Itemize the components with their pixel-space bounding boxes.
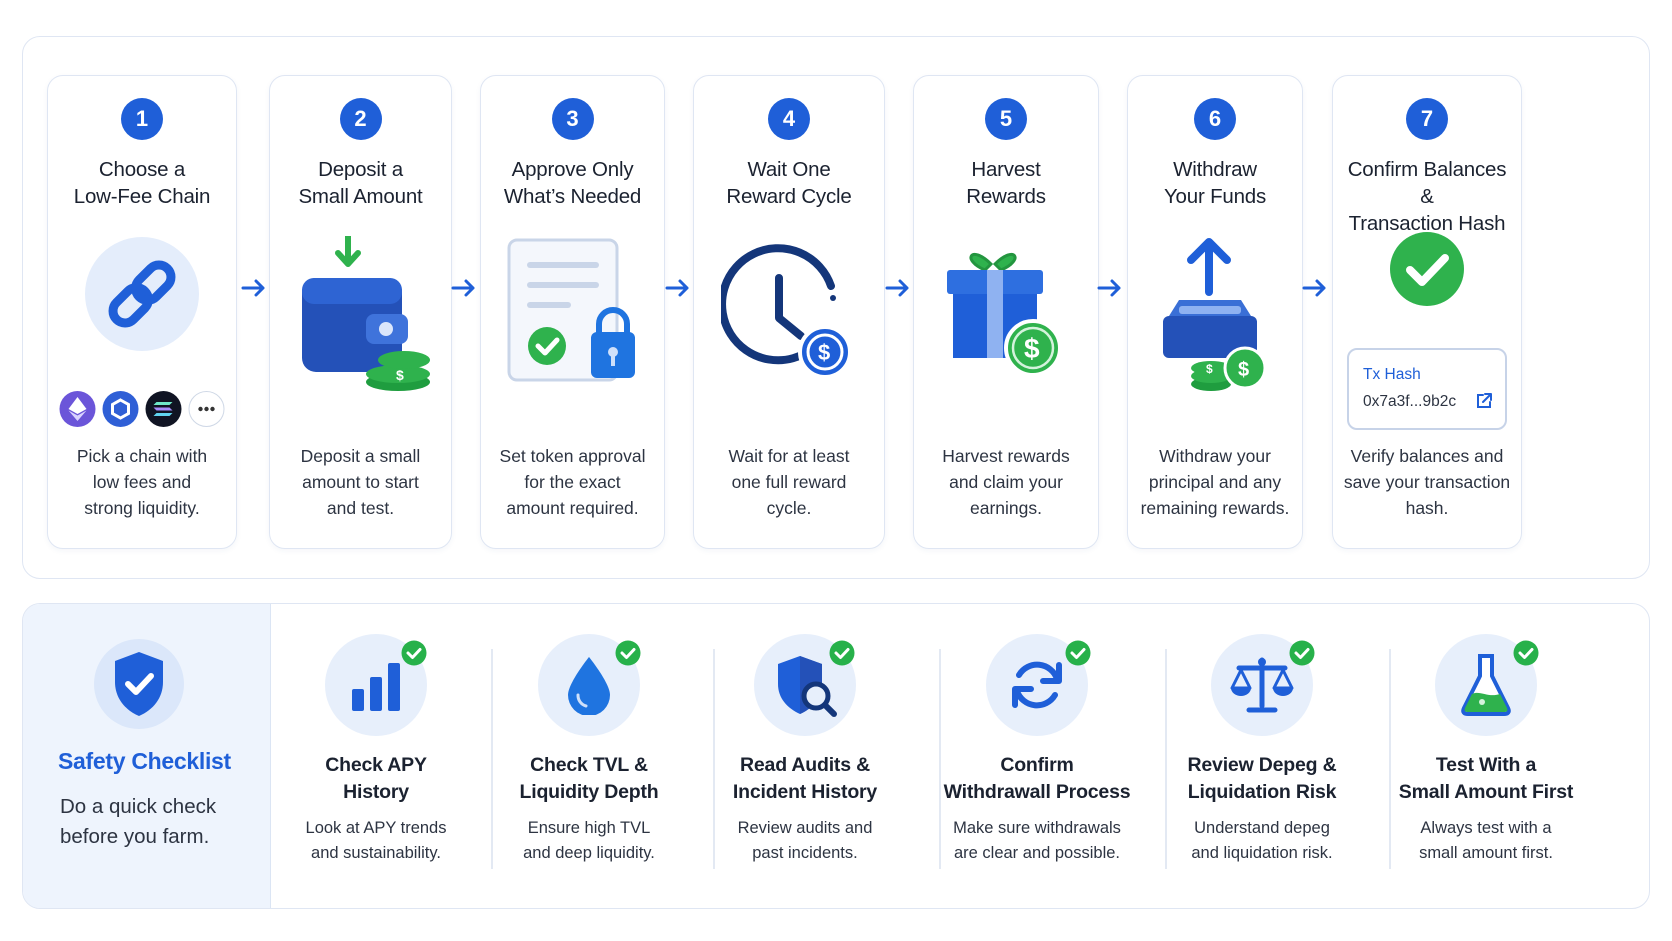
step-title-1: Choose a Low-Fee Chain (73, 158, 211, 208)
check-desc-audits: Review audits and past incidents. (737, 819, 873, 862)
tx-hash-box[interactable]: Tx Hash 0x7a3f...9b2c (1347, 348, 1507, 430)
arrow-right-icon (1302, 279, 1326, 297)
shield-check-icon (93, 638, 185, 735)
check-desc-depeg: Understand depeg and liquidation risk. (1191, 819, 1333, 862)
check-title-depeg: Review Depeg & Liquidation Risk (1187, 754, 1337, 803)
check-title-apy: Check APY History (325, 754, 427, 803)
step-number-4: 4 (768, 98, 810, 140)
arrow-right-icon (1097, 279, 1121, 297)
withdraw-tray-icon: $ $ (1155, 236, 1275, 401)
clock-coin-icon: $ (718, 236, 857, 387)
step-number-5: 5 (985, 98, 1027, 140)
check-item-depeg: Review Depeg & Liquidation Risk Understa… (1151, 604, 1373, 908)
shield-search-icon (754, 634, 856, 736)
check-badge-icon (1513, 640, 1539, 666)
check-title-audits: Read Audits & Incident History (732, 754, 878, 803)
flask-icon (1435, 634, 1537, 736)
step-card-7: 7 Confirm Balances & Transaction Hash Tx… (1332, 75, 1522, 549)
check-desc-apy: Look at APY trends and sustainability. (305, 819, 447, 862)
step-title-6: Withdraw Your Funds (1163, 158, 1267, 208)
check-badge-icon (1065, 640, 1091, 666)
arrow-right-icon (241, 279, 265, 297)
step-number-1: 1 (121, 98, 163, 140)
divider (1389, 649, 1391, 869)
steps-panel: 1 Choose a Low-Fee Chain (22, 36, 1650, 579)
step-title-4: Wait One Reward Cycle (726, 158, 852, 208)
step-desc-6: Withdraw your principal and any remainin… (1140, 446, 1290, 518)
check-title-tvl: Check TVL & Liquidity Depth (519, 754, 659, 803)
step-number-2: 2 (339, 98, 382, 140)
step-card-4: 4 Wait One Reward Cycle $ Wait for at le… (693, 75, 885, 549)
divider (491, 649, 493, 869)
arrow-right-icon (885, 279, 909, 297)
arrow-right-icon (665, 279, 689, 297)
check-badge-icon (829, 640, 855, 666)
check-desc-withdrawal: Make sure withdrawals are clear and poss… (953, 819, 1121, 862)
step-card-3: 3 Approve Only What’s Needed Set token a… (480, 75, 665, 549)
safety-subtitle: Do a quick check before you farm. (60, 795, 217, 848)
step-desc-7: Verify balances and save your transactio… (1343, 446, 1511, 518)
chainlink-hex-icon[interactable] (102, 391, 139, 427)
ethereum-icon[interactable] (59, 391, 96, 427)
step-desc-5: Harvest rewards and claim your earnings. (942, 446, 1070, 518)
external-link-icon[interactable] (1475, 392, 1493, 410)
tx-hash-label: Tx Hash (1363, 366, 1421, 383)
check-item-withdrawal: Confirm Withdrawall Process Make sure wi… (923, 604, 1151, 908)
step-title-3: Approve Only What’s Needed (503, 158, 642, 208)
step-desc-1: Pick a chain with low fees and strong li… (76, 446, 208, 518)
chain-link-icon (84, 236, 200, 357)
check-desc-test: Always test with a small amount first. (1419, 819, 1553, 862)
wallet-deposit-icon: $ (288, 233, 434, 401)
step-desc-2: Deposit a small amount to start and test… (300, 446, 421, 518)
divider (713, 649, 715, 869)
check-item-tvl: Check TVL & Liquidity Depth Ensure high … (483, 604, 695, 908)
step-number-3: 3 (551, 98, 594, 140)
step-card-2: 2 Deposit a Small Amount $ Deposit a sma… (269, 75, 452, 549)
check-title-withdrawal: Confirm Withdrawall Process (943, 754, 1131, 803)
solana-icon[interactable] (145, 391, 182, 427)
check-item-apy: Check APY History Look at APY trends and… (271, 604, 481, 908)
check-badge-icon (615, 640, 641, 666)
check-desc-tvl: Ensure high TVL and deep liquidity. (523, 819, 655, 862)
safety-checklist-panel: Safety Checklist Do a quick check before… (22, 603, 1650, 909)
step-title-7: Confirm Balances & Transaction Hash (1347, 158, 1507, 235)
document-lock-icon (505, 236, 641, 389)
svg-text:$: $ (1238, 359, 1249, 381)
divider (939, 649, 941, 869)
more-icon[interactable] (188, 391, 225, 427)
step-title-2: Deposit a Small Amount (298, 158, 423, 208)
step-card-1: 1 Choose a Low-Fee Chain (47, 75, 237, 549)
check-circle-icon (1389, 231, 1465, 312)
gift-coin-icon: $ (941, 236, 1071, 391)
svg-text:$: $ (396, 367, 404, 383)
check-title-test: Test With a Small Amount First (1398, 754, 1574, 803)
step-card-6: 6 Withdraw Your Funds $ $ Withdraw your … (1127, 75, 1303, 549)
step-number-6: 6 (1194, 98, 1236, 140)
check-badge-icon (401, 640, 427, 666)
svg-text:$: $ (1206, 362, 1213, 376)
step-number-7: 7 (1406, 98, 1448, 140)
step-title-5: Harvest Rewards (966, 158, 1046, 208)
safety-checklist-header: Safety Checklist Do a quick check before… (23, 604, 271, 908)
arrow-right-icon (451, 279, 475, 297)
bar-chart-icon (325, 634, 427, 736)
check-item-audits: Read Audits & Incident History Review au… (695, 604, 915, 908)
tx-hash-value: 0x7a3f...9b2c (1363, 393, 1457, 410)
divider (1165, 649, 1167, 869)
safety-title: Safety Checklist (58, 748, 231, 774)
chain-options (59, 391, 225, 427)
step-desc-4: Wait for at least one full reward cycle. (728, 446, 850, 518)
check-badge-icon (1289, 640, 1315, 666)
check-item-test: Test With a Small Amount First Always te… (1377, 604, 1595, 908)
step-card-5: 5 Harvest Rewards $ Harvest rewards and … (913, 75, 1099, 549)
svg-text:$: $ (1024, 333, 1040, 364)
step-desc-3: Set token approval for the exact amount … (499, 446, 646, 518)
svg-text:$: $ (818, 340, 830, 365)
